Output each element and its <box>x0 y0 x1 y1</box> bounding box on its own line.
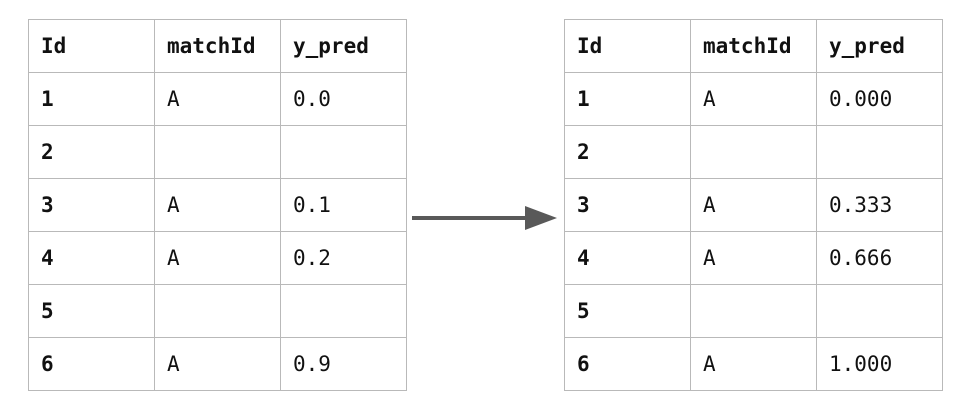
matchid-cell: A <box>690 178 817 232</box>
matchid-cell <box>154 284 281 338</box>
id-cell: 2 <box>564 125 691 179</box>
id-cell: 4 <box>564 231 691 285</box>
y-pred-cell: 0.333 <box>816 178 943 232</box>
table-row: 2 <box>564 125 943 179</box>
input-table: Id matchId y_pred 1 A 0.0 2 3 A 0.1 4 A … <box>28 19 407 391</box>
column-header-matchid: matchId <box>690 19 817 73</box>
y-pred-cell <box>816 125 943 179</box>
column-header-id: Id <box>564 19 691 73</box>
matchid-cell <box>690 284 817 338</box>
id-cell: 5 <box>28 284 155 338</box>
table-header-row: Id matchId y_pred <box>28 19 407 73</box>
id-cell: 1 <box>564 72 691 126</box>
id-cell: 2 <box>28 125 155 179</box>
id-cell: 6 <box>28 337 155 391</box>
table-row: 5 <box>564 284 943 338</box>
column-header-y-pred: y_pred <box>280 19 407 73</box>
table-row: 4 A 0.2 <box>28 231 407 285</box>
table-row: 6 A 0.9 <box>28 337 407 391</box>
matchid-cell: A <box>154 178 281 232</box>
matchid-cell: A <box>154 72 281 126</box>
y-pred-cell: 0.9 <box>280 337 407 391</box>
y-pred-cell <box>816 284 943 338</box>
id-cell: 6 <box>564 337 691 391</box>
column-header-matchid: matchId <box>154 19 281 73</box>
y-pred-cell: 1.000 <box>816 337 943 391</box>
id-cell: 3 <box>28 178 155 232</box>
matchid-cell: A <box>690 231 817 285</box>
matchid-cell: A <box>154 231 281 285</box>
matchid-cell: A <box>154 337 281 391</box>
table-row: 1 A 0.0 <box>28 72 407 126</box>
id-cell: 3 <box>564 178 691 232</box>
column-header-id: Id <box>28 19 155 73</box>
table-header-row: Id matchId y_pred <box>564 19 943 73</box>
y-pred-cell <box>280 284 407 338</box>
id-cell: 4 <box>28 231 155 285</box>
id-cell: 1 <box>28 72 155 126</box>
y-pred-cell <box>280 125 407 179</box>
matchid-cell: A <box>690 72 817 126</box>
id-cell: 5 <box>564 284 691 338</box>
matchid-cell <box>690 125 817 179</box>
y-pred-cell: 0.1 <box>280 178 407 232</box>
right-arrow-icon <box>412 206 557 230</box>
table-row: 1 A 0.000 <box>564 72 943 126</box>
y-pred-cell: 0.666 <box>816 231 943 285</box>
table-row: 3 A 0.333 <box>564 178 943 232</box>
table-row: 2 <box>28 125 407 179</box>
y-pred-cell: 0.0 <box>280 72 407 126</box>
output-table: Id matchId y_pred 1 A 0.000 2 3 A 0.333 … <box>564 19 943 391</box>
y-pred-cell: 0.2 <box>280 231 407 285</box>
column-header-y-pred: y_pred <box>816 19 943 73</box>
table-row: 4 A 0.666 <box>564 231 943 285</box>
matchid-cell <box>154 125 281 179</box>
table-row: 5 <box>28 284 407 338</box>
matchid-cell: A <box>690 337 817 391</box>
table-row: 6 A 1.000 <box>564 337 943 391</box>
y-pred-cell: 0.000 <box>816 72 943 126</box>
table-row: 3 A 0.1 <box>28 178 407 232</box>
